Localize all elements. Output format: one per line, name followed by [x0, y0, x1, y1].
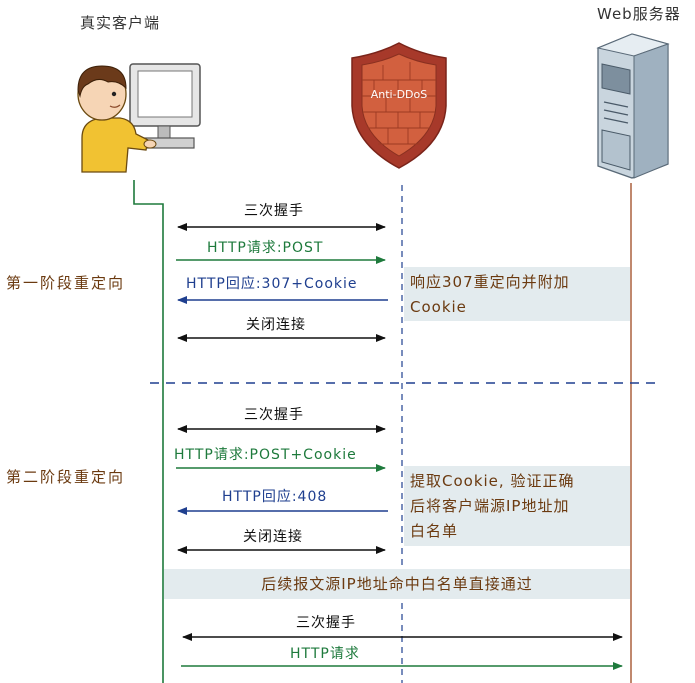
s1-request-label: HTTP请求:POST	[207, 240, 324, 256]
s2-handshake-label: 三次握手	[244, 407, 304, 423]
s3-request-label: HTTP请求	[290, 646, 360, 662]
s1-close-label: 关闭连接	[246, 317, 306, 333]
s2-request-label: HTTP请求:POST+Cookie	[174, 447, 357, 463]
note2-line3: 白名单	[410, 522, 459, 540]
s1-handshake-label: 三次握手	[244, 203, 304, 219]
shield-icon: Anti-DDoS	[351, 42, 447, 169]
note2-line2: 后将客户端源IP地址加	[410, 497, 570, 515]
stage1-label: 第一阶段重定向	[6, 274, 126, 292]
stage2-label: 第二阶段重定向	[6, 468, 126, 486]
s2-close-label: 关闭连接	[243, 529, 303, 545]
client-lifeline	[133, 180, 164, 683]
server-tower-icon	[596, 33, 670, 179]
s2-response-label: HTTP回应:408	[222, 489, 328, 505]
s3-handshake-label: 三次握手	[296, 615, 356, 631]
whitelist-pass-banner: 后续报文源IP地址命中白名单直接通过	[164, 569, 630, 599]
client-label: 真实客户端	[80, 14, 161, 32]
person-at-computer-icon	[77, 63, 201, 173]
server-label: Web服务器	[597, 5, 681, 23]
note1-line2: Cookie	[410, 298, 467, 316]
note2-line1: 提取Cookie, 验证正确	[410, 472, 575, 490]
note-redirect-cookie: 响应307重定向并附加 Cookie	[404, 267, 630, 321]
s1-response-label: HTTP回应:307+Cookie	[186, 276, 358, 292]
note1-line1: 响应307重定向并附加	[410, 273, 570, 291]
note-verify-whitelist: 提取Cookie, 验证正确 后将客户端源IP地址加 白名单	[404, 466, 630, 546]
shield-label: Anti-DDoS	[371, 88, 428, 101]
whitelist-pass-text: 后续报文源IP地址命中白名单直接通过	[261, 575, 533, 593]
